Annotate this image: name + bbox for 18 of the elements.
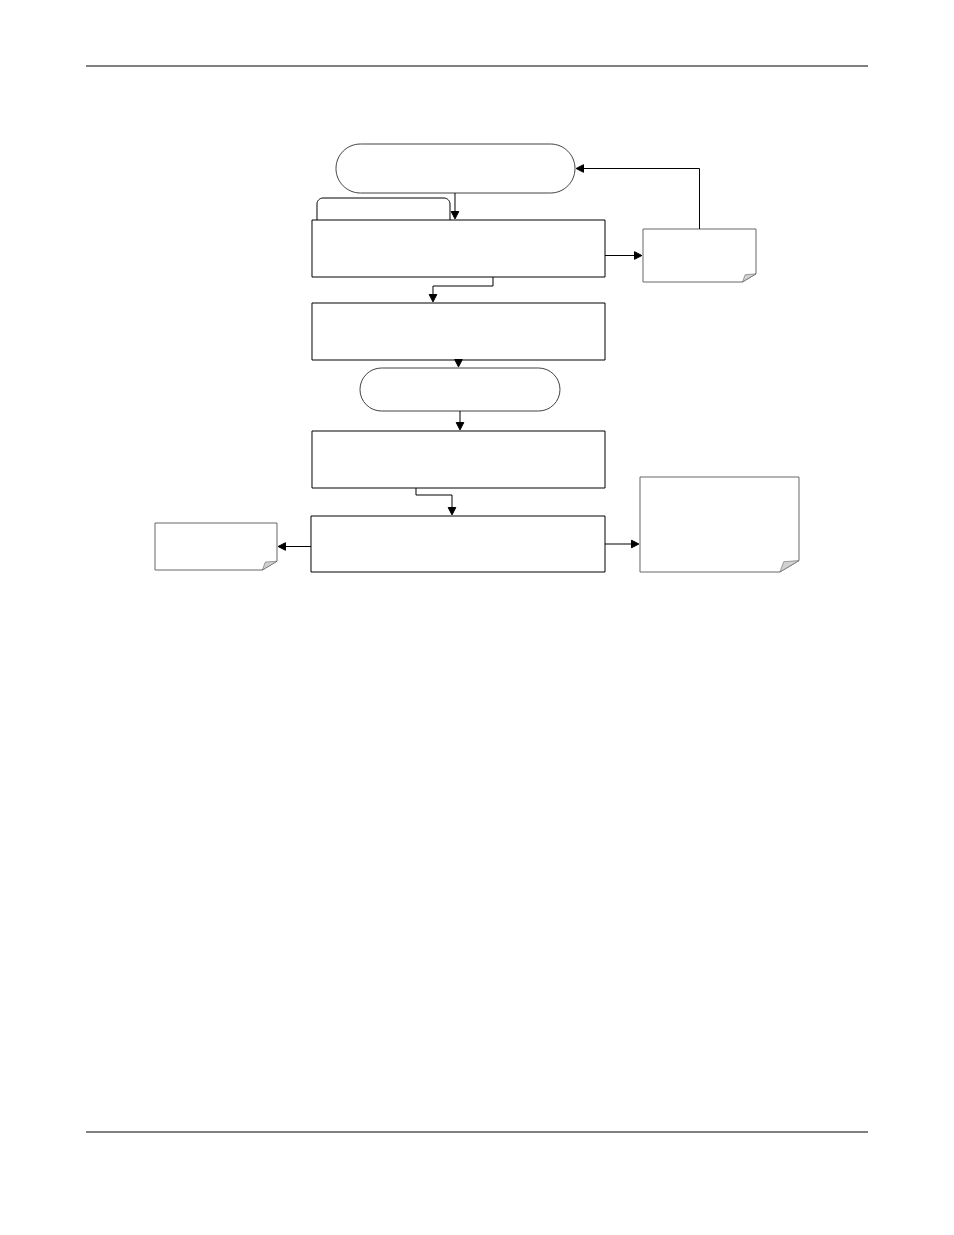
terminal-box	[359, 367, 561, 412]
process-box	[311, 302, 606, 361]
note-sheet	[639, 476, 800, 573]
arrow	[428, 276, 494, 303]
process-box	[310, 515, 606, 573]
note-sheet	[154, 522, 278, 571]
process-box	[311, 430, 606, 489]
arrow	[604, 251, 643, 260]
arrow	[450, 192, 460, 220]
arrow	[454, 358, 463, 368]
arrow	[415, 487, 457, 516]
arrow	[604, 539, 640, 549]
process-box	[311, 219, 606, 278]
terminal-box	[335, 143, 576, 194]
arrow	[277, 542, 312, 551]
arrow	[575, 164, 700, 230]
arrow	[455, 410, 465, 431]
note-sheet	[642, 228, 757, 283]
